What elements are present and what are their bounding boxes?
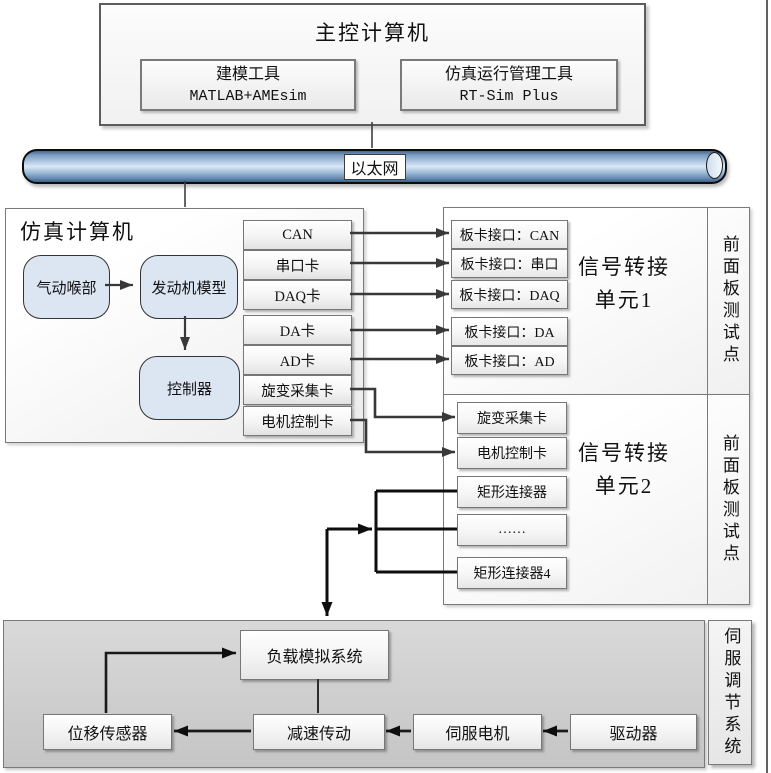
unit2-port-motor-control: 电机控制卡 <box>457 437 567 469</box>
arrow-card-motor-unit2 <box>350 418 455 457</box>
servo-node-load-simulator: 负载模拟系统 <box>240 630 389 680</box>
master-computer-box: 主控计算机 建模工具 MATLAB+AMEsim 仿真运行管理工具 RT-Sim… <box>99 3 646 126</box>
runtime-tool-product: RT-Sim Plus <box>459 87 559 105</box>
servo-node-displacement-sensor: 位移传感器 <box>43 714 172 750</box>
unit2-title-line2: 单元2 <box>594 473 654 498</box>
runtime-tool-name: 仿真运行管理工具 <box>444 65 573 83</box>
ethernet-pipe: 以太网 <box>22 149 727 184</box>
arrow-card-resolver-unit2 <box>350 387 455 422</box>
unit2-port-connector4: 矩形连接器4 <box>457 557 567 589</box>
modeling-tool-product: MATLAB+AMEsim <box>189 87 307 105</box>
unit2-port-ellipsis: …… <box>457 514 567 546</box>
front-panel-sidebar-2: 前面板测试点 <box>707 395 749 604</box>
ethernet-pipe-cap <box>706 152 723 179</box>
modeling-tool-box: 建模工具 MATLAB+AMEsim <box>140 59 356 111</box>
servo-sidebar: 伺服调节系统 <box>708 620 752 765</box>
runtime-tool-box: 仿真运行管理工具 RT-Sim Plus <box>400 59 618 111</box>
unit1-title: 信号转接 单元1 <box>549 251 699 316</box>
io-card-column: CAN 串口卡 DAQ卡 DA卡 AD卡 旋变采集卡 电机控制卡 <box>243 220 352 436</box>
node-controller: 控制器 <box>139 356 240 420</box>
unit2-port-resolver: 旋变采集卡 <box>457 402 567 434</box>
unit1-port-daq: 板卡接口：DAQ <box>451 280 568 309</box>
node-pneumatic-throat: 气动喉部 <box>23 255 110 319</box>
unit1-port-ad: 板卡接口：AD <box>451 346 568 375</box>
front-panel-label-1: 前面板测试点 <box>719 235 739 367</box>
card-ad: AD卡 <box>243 345 352 375</box>
node-engine-model: 发动机模型 <box>140 255 238 319</box>
modeling-tool-name: 建模工具 <box>215 65 280 83</box>
servo-node-driver: 驱动器 <box>570 714 697 750</box>
servo-node-servo-motor: 伺服电机 <box>413 714 542 750</box>
servo-sidebar-label: 伺服调节系统 <box>721 626 741 759</box>
ethernet-label: 以太网 <box>343 153 406 180</box>
unit1-port-can: 板卡接口：CAN <box>451 220 568 249</box>
card-da: DA卡 <box>243 315 352 345</box>
unit2-port-connector: 矩形连接器 <box>457 476 567 508</box>
unit1-title-line2: 单元1 <box>594 287 654 312</box>
card-daq: DAQ卡 <box>243 280 352 310</box>
sim-computer-title: 仿真计算机 <box>20 220 135 244</box>
card-motor-control: 电机控制卡 <box>243 406 352 436</box>
front-panel-sidebar-1: 前面板测试点 <box>707 208 749 394</box>
unit2-title-line1: 信号转接 <box>578 441 670 465</box>
unit1-title-line1: 信号转接 <box>578 255 670 279</box>
servo-node-reduction-drive: 减速传动 <box>253 714 385 750</box>
card-serial: 串口卡 <box>243 250 352 280</box>
front-panel-label-2: 前面板测试点 <box>719 433 739 566</box>
master-computer-title: 主控计算机 <box>315 21 430 45</box>
unit1-port-da: 板卡接口：DA <box>451 317 568 346</box>
card-can: CAN <box>243 220 352 250</box>
unit1-port-serial: 板卡接口：串口 <box>451 249 568 278</box>
unit2-title: 信号转接 单元2 <box>549 437 699 502</box>
card-resolver: 旋变采集卡 <box>243 375 352 405</box>
